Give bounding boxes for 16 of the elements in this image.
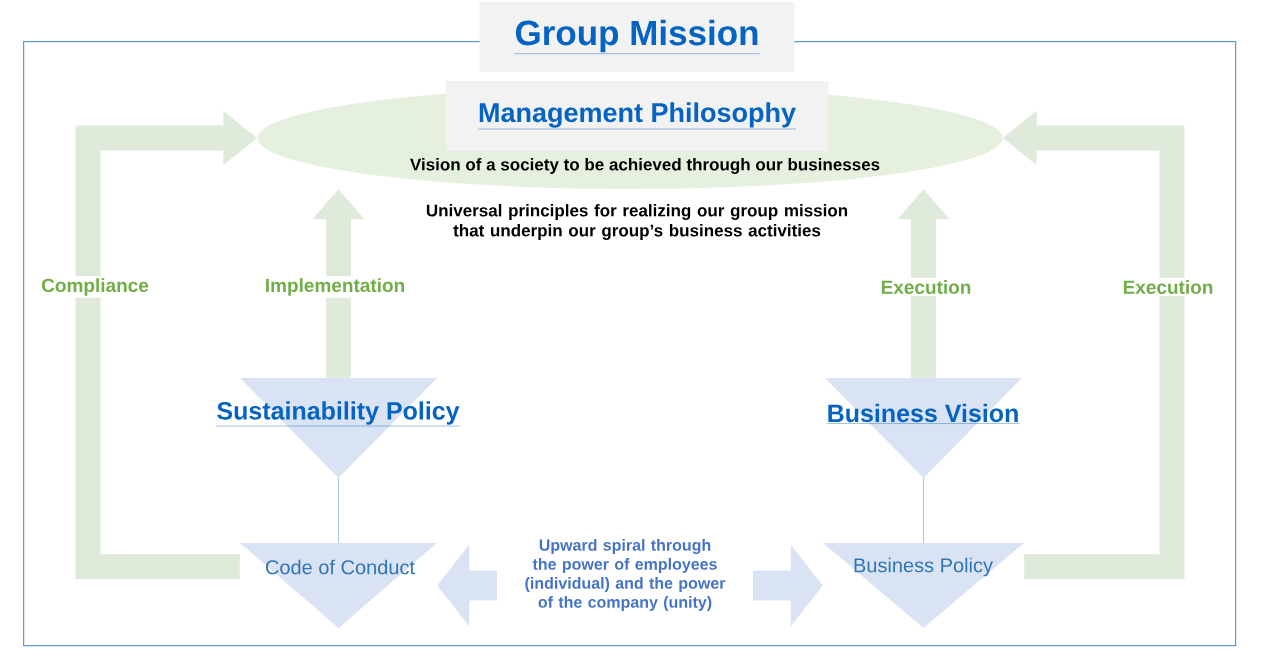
connector-line xyxy=(923,477,924,544)
triangle-node: Code of Conduct xyxy=(240,543,437,628)
connector-line xyxy=(338,477,339,544)
edge-label: Compliance xyxy=(39,276,151,298)
edge-label: Execution xyxy=(878,278,974,296)
node-text: Vision of a society to be achieved through our businesses xyxy=(410,158,880,174)
heading-box: Management Philosophy xyxy=(445,81,829,151)
title-box: Group Mission xyxy=(479,2,795,72)
triangle-node: Sustainability Policy xyxy=(216,378,460,478)
edge-label: Implementation xyxy=(262,276,408,298)
triangle-node: Business Vision xyxy=(825,378,1022,478)
ellipse-node xyxy=(257,81,1003,189)
triangle-node: Business Policy xyxy=(823,543,1024,628)
edge-label: Upward spiral through the power of employees (individual) and the power of the company (unity) xyxy=(497,537,753,613)
edge-label: Execution xyxy=(1120,278,1216,296)
description-text: Universal principles for realizing our group mission that underpin our group’s business activities xyxy=(426,204,848,240)
